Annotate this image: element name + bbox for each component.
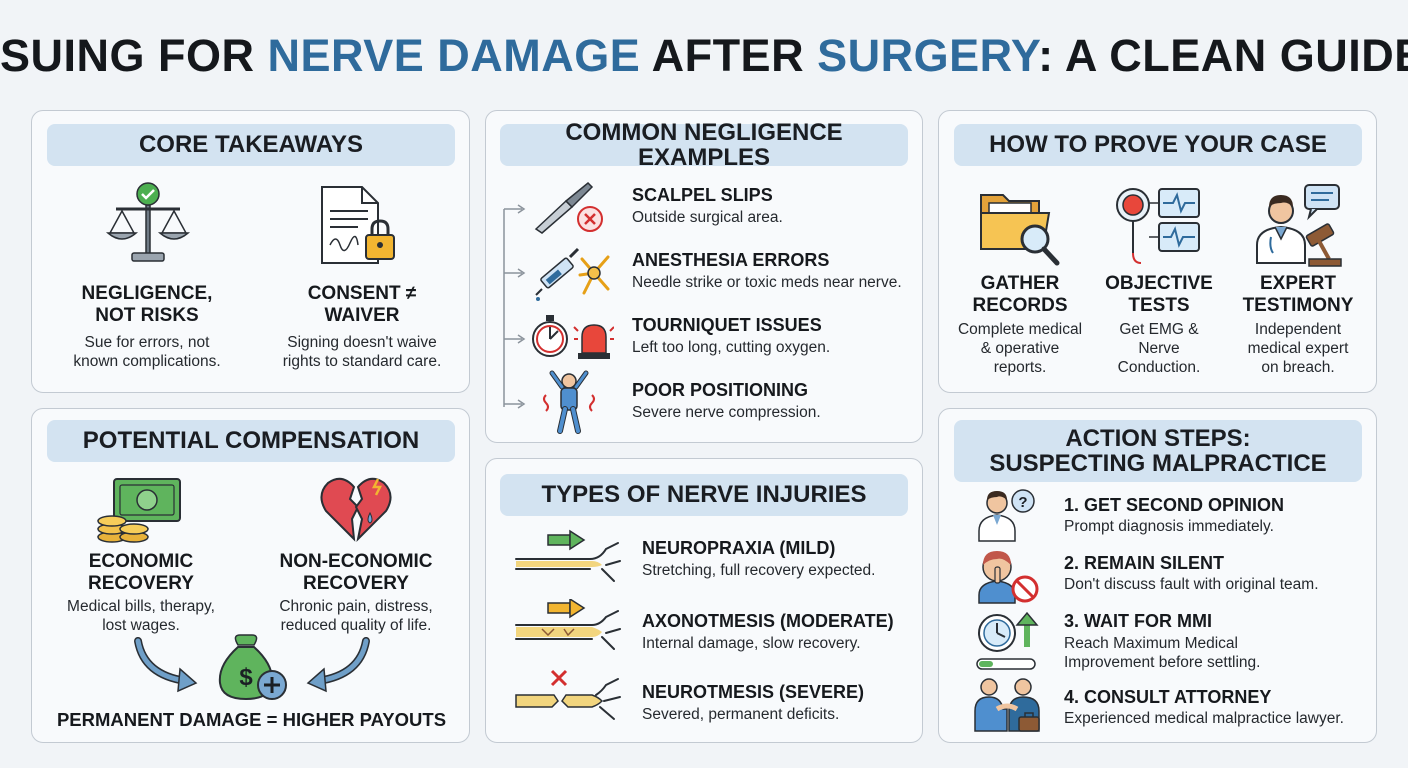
nerve-injuries-header: TYPES OF NERVE INJURIES — [500, 474, 908, 516]
severed-nerve-icon — [514, 667, 624, 723]
prove-item-title: EXPERT TESTIMONY — [1242, 273, 1354, 316]
svg-text:?: ? — [1018, 494, 1027, 511]
negligence-item-title: POOR POSITIONING — [632, 380, 809, 400]
doctor-gavel-icon — [1249, 181, 1345, 271]
injury-item-title: NEUROPRAXIA (MILD) — [642, 538, 836, 558]
injury-item-desc: Severed, permanent deficits. — [642, 706, 840, 723]
prove-case-panel: HOW TO PROVE YOUR CASE GATHER RECORDS Co… — [938, 110, 1377, 393]
money-coins-icon — [96, 475, 186, 545]
nerve-injuries-panel: TYPES OF NERVE INJURIES NEUROPRAXIA (MIL… — [485, 458, 923, 743]
scalpel-icon — [532, 179, 608, 235]
core-item-title: NEGLIGENCE, NOT RISKS — [81, 283, 213, 326]
injury-item-title: NEUROTMESIS (SEVERE) — [642, 682, 865, 702]
prove-item-desc: Complete medical & operative reports. — [957, 321, 1083, 376]
clock-progress-icon — [975, 609, 1041, 673]
handshake-icon — [973, 675, 1043, 733]
compensation-item-title: ECONOMIC RECOVERY — [88, 551, 194, 594]
action-item-desc: Prompt diagnosis immediately. — [1064, 518, 1274, 535]
prove-case-header: HOW TO PROVE YOUR CASE — [954, 124, 1362, 166]
doctor-question-icon: ? — [975, 487, 1037, 543]
broken-heart-icon — [318, 473, 394, 545]
negligence-item-title: SCALPEL SLIPS — [632, 185, 773, 205]
negligence-item-desc: Needle strike or toxic meds near nerve. — [632, 274, 902, 291]
action-steps-header: ACTION STEPS: SUSPECTING MALPRACTICE — [954, 420, 1362, 482]
page-title: SUING FOR NERVE DAMAGE AFTER SURGERY: A … — [0, 30, 1408, 81]
negligence-panel: COMMON NEGLIGENCE EXAMPLES SCALPEL SLIPS… — [485, 110, 923, 443]
emg-monitor-icon — [1115, 183, 1211, 269]
prove-item-title: OBJECTIVE TESTS — [1105, 273, 1213, 316]
nerve-arrow-icon — [514, 529, 624, 585]
injury-item-title: AXONOTMESIS (MODERATE) — [642, 611, 894, 631]
negligence-header: COMMON NEGLIGENCE EXAMPLES — [500, 120, 908, 170]
core-item-desc: Signing doesn't waive rights to standard… — [282, 334, 442, 370]
compensation-item-title: NON-ECONOMIC RECOVERY — [279, 551, 433, 594]
action-item-title: 1. GET SECOND OPINION — [1064, 495, 1285, 515]
prove-item-desc: Get EMG & Nerve Conduction. — [1117, 321, 1201, 376]
injury-item-desc: Internal damage, slow recovery. — [642, 635, 861, 652]
signed-document-lock-icon — [318, 183, 398, 269]
damaged-nerve-icon — [514, 599, 624, 655]
compensation-item-desc: Medical bills, therapy, lost wages. — [67, 598, 215, 634]
silence-icon — [975, 549, 1041, 605]
scales-icon — [104, 181, 192, 269]
core-takeaways-panel: CORE TAKEAWAYS NEGLIGENCE, NOT RISKS Sue… — [31, 110, 470, 393]
action-item-title: 4. CONSULT ATTORNEY — [1064, 687, 1272, 707]
flow-connector — [503, 204, 526, 409]
action-item-desc: Reach Maximum Medical Improvement before… — [1064, 635, 1261, 671]
folder-search-icon — [977, 183, 1063, 269]
syringe-nerve-icon — [532, 245, 612, 301]
stopwatch-alarm-icon — [530, 313, 614, 361]
compensation-header: POTENTIAL COMPENSATION — [47, 420, 455, 462]
action-item-title: 2. REMAIN SILENT — [1064, 553, 1225, 573]
money-bag-icon: $ — [212, 631, 292, 703]
compensation-footer: PERMANENT DAMAGE = HIGHER PAYOUTS — [56, 709, 447, 730]
prove-item-title: GATHER RECORDS — [972, 273, 1068, 316]
arrow-right-icon — [306, 637, 370, 693]
compensation-item-desc: Chronic pain, distress, reduced quality … — [279, 598, 433, 634]
compensation-panel: POTENTIAL COMPENSATION ECONOMIC RECOVERY… — [31, 408, 470, 743]
core-takeaways-header: CORE TAKEAWAYS — [47, 124, 455, 166]
action-item-desc: Don't discuss fault with original team. — [1064, 576, 1319, 593]
injury-item-desc: Stretching, full recovery expected. — [642, 562, 876, 579]
negligence-item-title: ANESTHESIA ERRORS — [632, 250, 830, 270]
svg-text:$: $ — [239, 664, 253, 691]
negligence-item-desc: Severe nerve compression. — [632, 404, 821, 421]
action-steps-panel: ACTION STEPS: SUSPECTING MALPRACTICE ? 1… — [938, 408, 1377, 743]
core-item-desc: Sue for errors, not known complications. — [73, 334, 221, 370]
action-item-title: 3. WAIT FOR MMI — [1064, 611, 1212, 631]
action-item-desc: Experienced medical malpractice lawyer. — [1064, 710, 1344, 727]
negligence-item-desc: Left too long, cutting oxygen. — [632, 339, 831, 356]
strained-person-icon — [536, 369, 602, 435]
negligence-item-title: TOURNIQUET ISSUES — [632, 315, 822, 335]
negligence-item-desc: Outside surgical area. — [632, 209, 783, 226]
core-item-title: CONSENT ≠ WAIVER — [307, 283, 417, 326]
prove-item-desc: Independent medical expert on breach. — [1247, 321, 1349, 376]
arrow-left-icon — [134, 637, 198, 693]
